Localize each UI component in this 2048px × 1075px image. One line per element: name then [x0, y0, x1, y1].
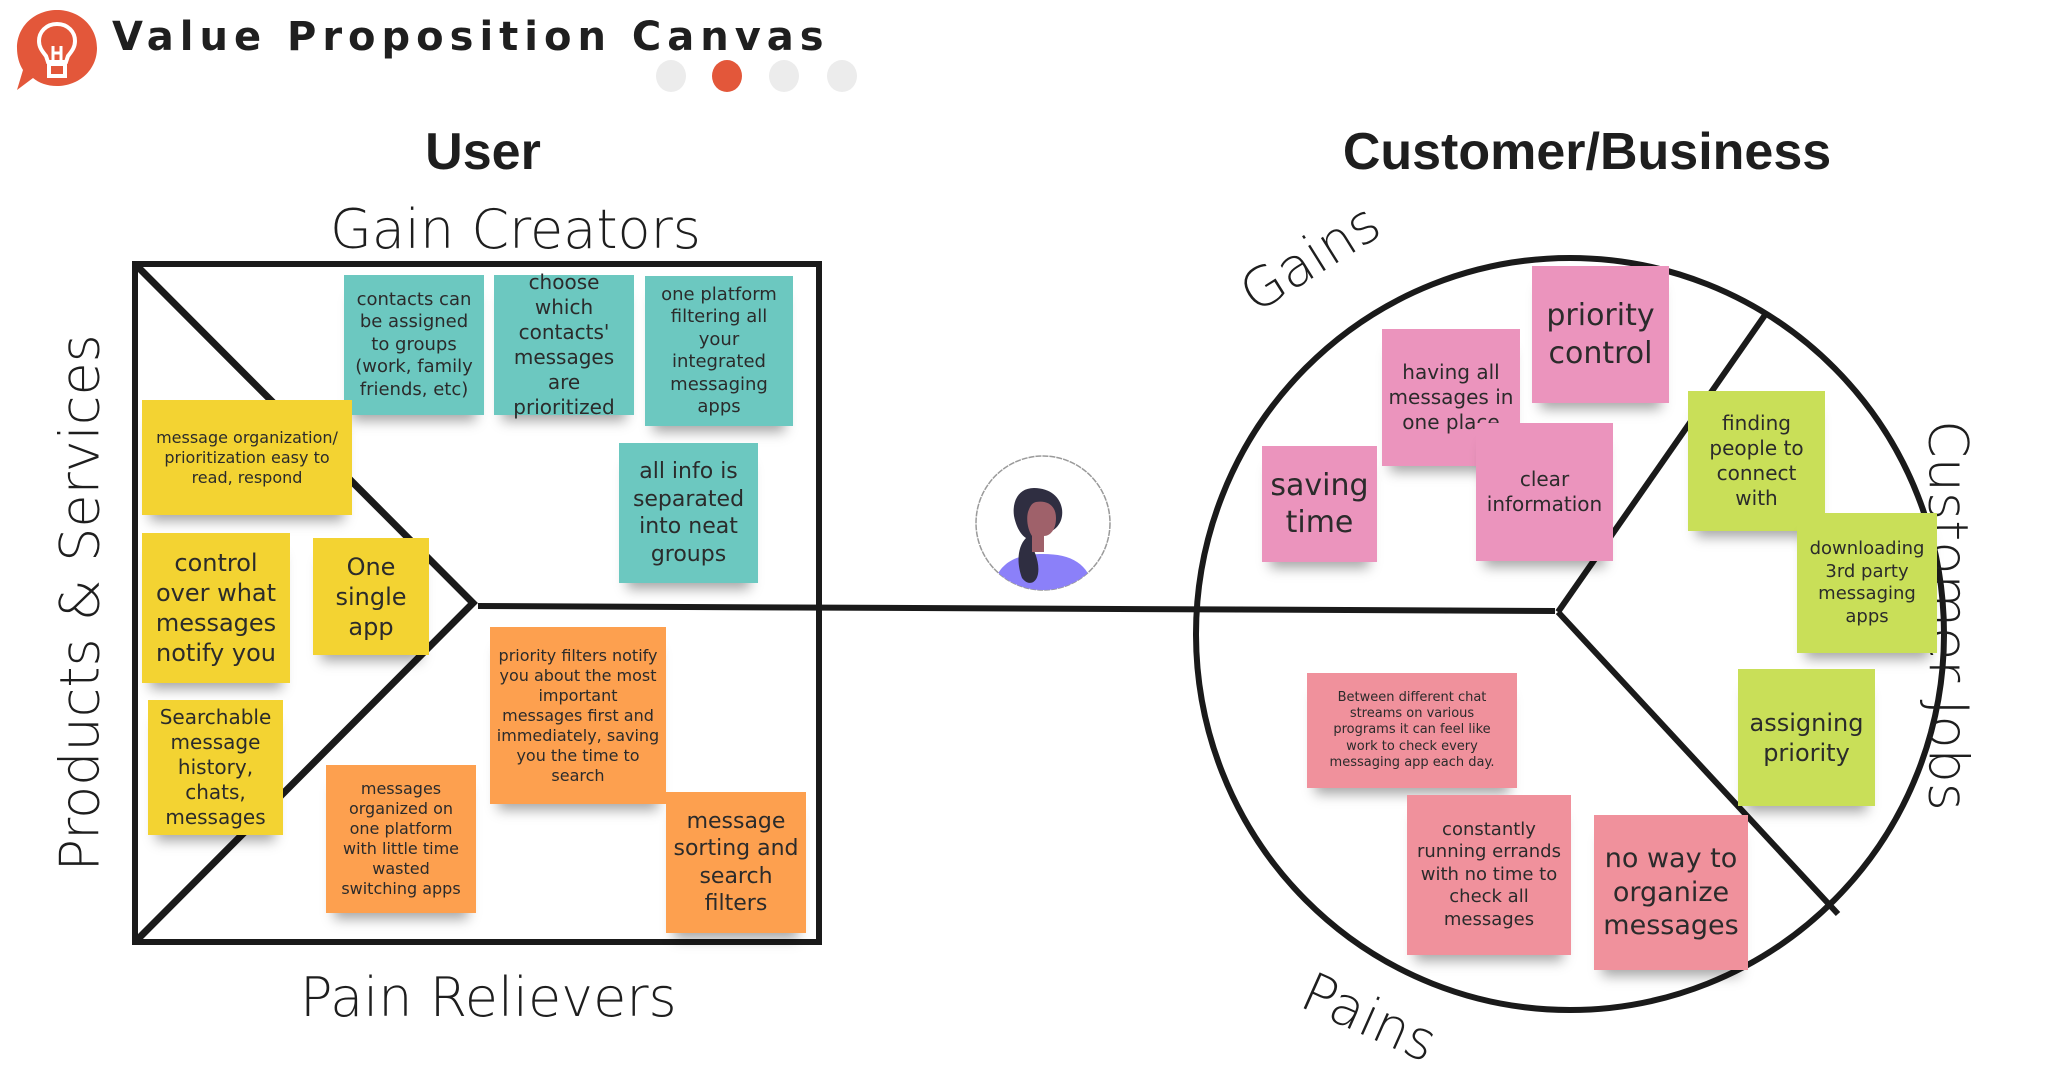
page-dot-3[interactable] — [769, 60, 799, 92]
products-services-label: Products & Services — [48, 334, 112, 872]
customer-job-note[interactable]: assigning priority — [1738, 669, 1875, 806]
gain-note[interactable]: saving time — [1262, 446, 1377, 562]
product-service-note[interactable]: control over what messages notify you — [142, 533, 290, 683]
customer-profile-circle — [1193, 255, 1947, 1013]
gain-creator-note[interactable]: one platform filtering all your integrat… — [645, 276, 793, 426]
logo-icon — [13, 6, 101, 92]
pain-note[interactable]: Between different chat streams on variou… — [1307, 673, 1517, 788]
pain-relievers-label: Pain Relievers — [300, 966, 677, 1029]
product-service-note[interactable]: Searchable message history, chats, messa… — [148, 700, 283, 835]
value-map-square — [132, 261, 822, 945]
pain-reliever-note[interactable]: priority filters notify you about the mo… — [490, 627, 666, 804]
product-service-note[interactable]: message organization/ prioritization eas… — [142, 400, 352, 515]
profile-divider-lower — [1555, 609, 1841, 917]
pain-reliever-note[interactable]: messages organized on one platform with … — [326, 765, 476, 913]
customer-job-note[interactable]: downloading 3rd party messaging apps — [1797, 513, 1937, 653]
gain-creator-note[interactable]: choose which contacts' messages are prio… — [494, 270, 634, 419]
page-dot-1[interactable] — [656, 60, 686, 92]
pain-note[interactable]: constantly running errands with no time … — [1407, 795, 1571, 955]
user-persona-avatar-icon — [974, 454, 1112, 592]
gain-creator-note[interactable]: all info is separated into neat groups — [619, 443, 758, 583]
gain-note[interactable]: clear information — [1476, 423, 1613, 561]
page-dot-4[interactable] — [827, 60, 857, 92]
connector-line — [477, 603, 1556, 614]
customer-business-heading: Customer/Business — [1342, 123, 1832, 181]
pain-note[interactable]: no way to organize messages — [1594, 815, 1748, 970]
gain-note[interactable]: priority control — [1532, 266, 1669, 403]
gain-note[interactable]: having all messages in one place — [1382, 329, 1520, 466]
pain-reliever-note[interactable]: message sorting and search filters — [666, 792, 806, 933]
user-heading: User — [425, 123, 541, 181]
product-service-note[interactable]: One single app — [313, 538, 429, 655]
customer-job-note[interactable]: finding people to connect with — [1688, 391, 1825, 531]
page-dot-2-active[interactable] — [712, 60, 742, 92]
page-title: Value Proposition Canvas — [112, 14, 830, 60]
gain-creators-label: Gain Creators — [330, 198, 701, 261]
profile-divider-upper — [1555, 313, 1768, 614]
gain-creator-note[interactable]: contacts can be assigned to groups (work… — [344, 275, 484, 415]
